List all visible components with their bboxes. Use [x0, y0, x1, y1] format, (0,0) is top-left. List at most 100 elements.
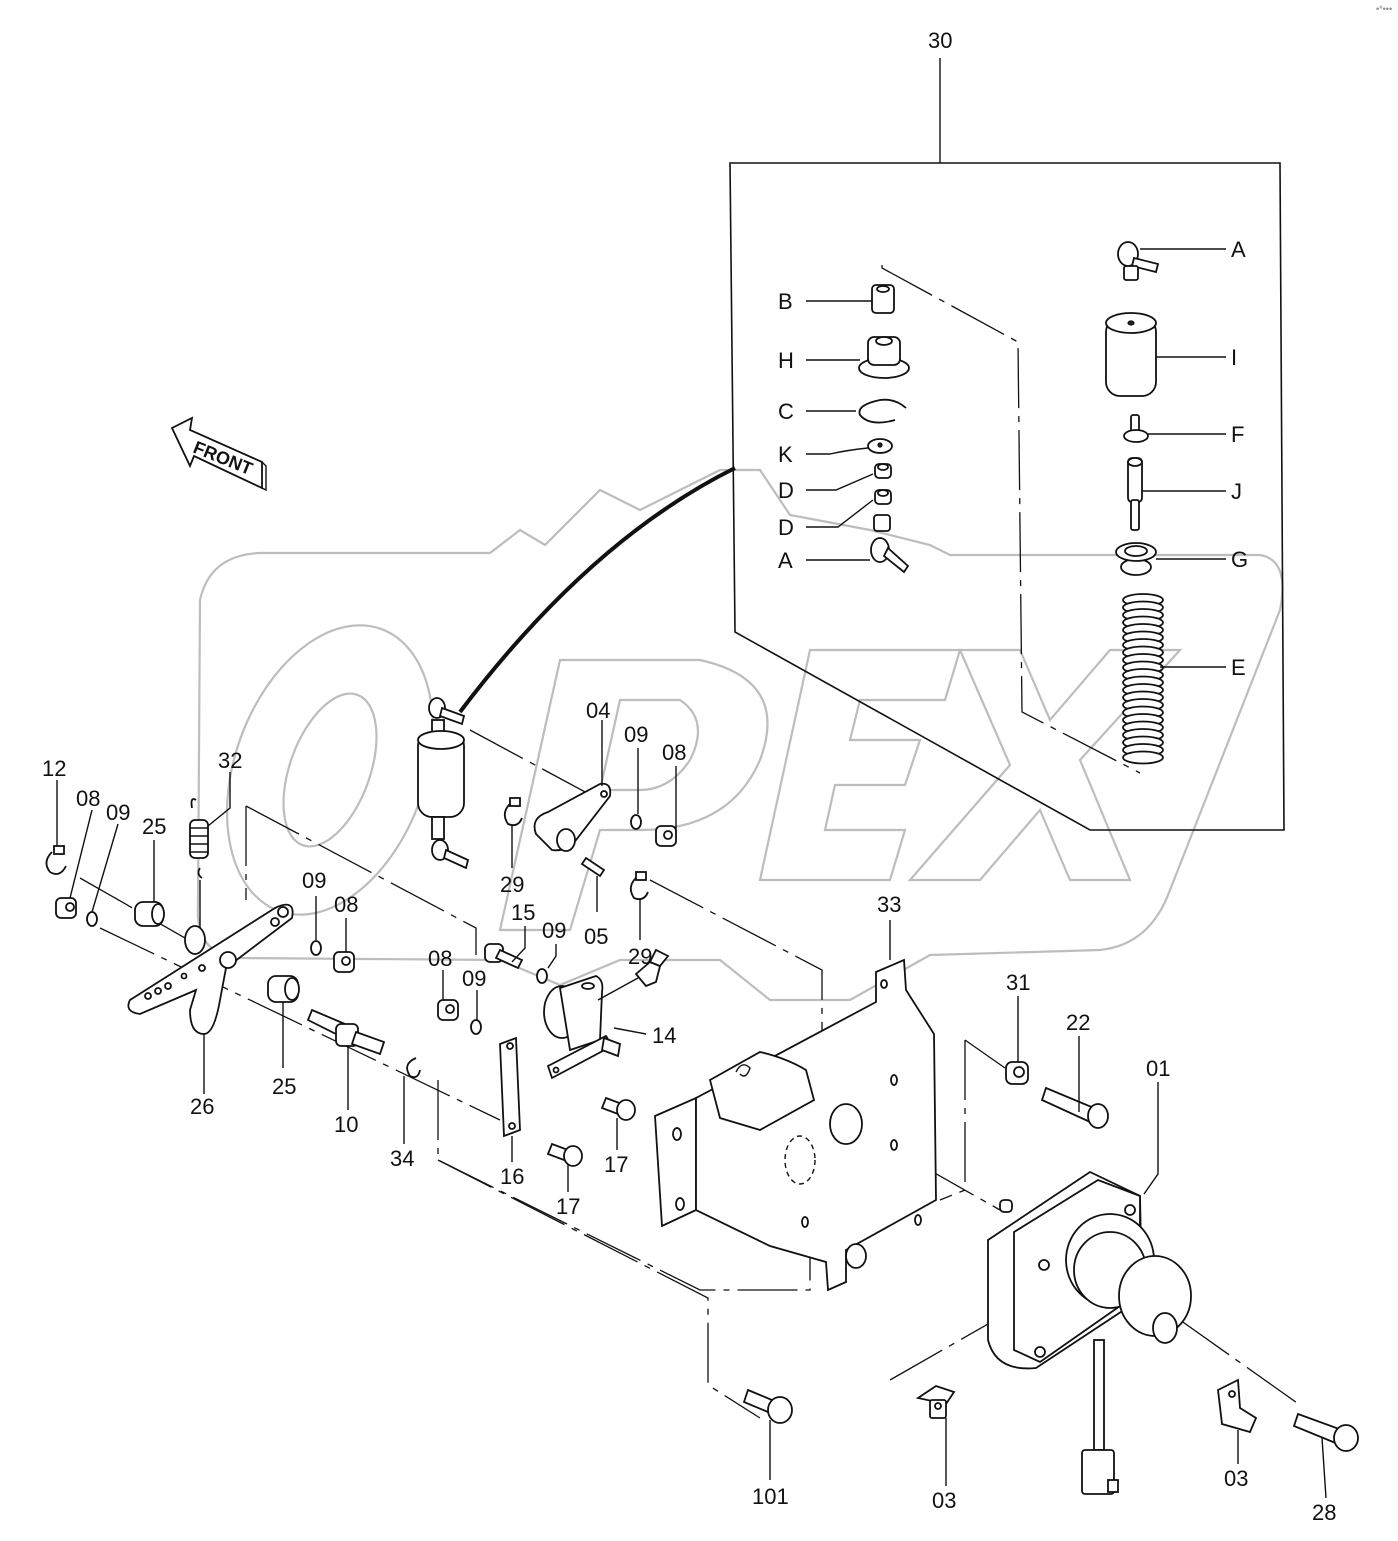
- subpart-label-D2: D: [778, 515, 794, 540]
- part-09-clip-b: [310, 940, 322, 956]
- subpart-label-A-lower: A: [778, 548, 793, 573]
- subpart-E-spring: [1122, 593, 1164, 765]
- callout-30: 30: [928, 28, 952, 53]
- callout-09d: 09: [542, 918, 566, 943]
- subpart-label-A-upper: A: [1231, 237, 1246, 262]
- cable: [458, 466, 736, 714]
- part-14-sensor: [543, 948, 670, 1080]
- part-26-lever: [127, 903, 294, 1035]
- center-line: [939, 1039, 1006, 1201]
- part-33-bracket: [654, 958, 937, 1292]
- part-03-clip-a: [915, 1385, 956, 1419]
- subpart-label-J: J: [1231, 479, 1242, 504]
- part-17-bolt-b: [546, 1142, 583, 1167]
- callout-28: 28: [1312, 1500, 1336, 1525]
- subpart-G-spring-seat: [1115, 542, 1226, 576]
- part-32-spring: [189, 798, 209, 944]
- part-12-clip: [45, 845, 67, 875]
- callout-25b: 25: [272, 1074, 296, 1099]
- callout-08d: 08: [428, 946, 452, 971]
- callout-32: 32: [218, 748, 242, 773]
- part-17-bolt-a: [600, 1096, 636, 1121]
- subpart-label-K: K: [778, 442, 793, 467]
- callout-26: 26: [190, 1094, 214, 1119]
- callout-09b: 09: [302, 868, 326, 893]
- subpart-H-flanged-collar: [806, 336, 910, 379]
- part-101-bolt: [742, 1388, 793, 1424]
- center-line: [1179, 1319, 1301, 1406]
- callout-09e: 09: [462, 966, 486, 991]
- callout-10: 10: [334, 1112, 358, 1137]
- callout-03a: 03: [932, 1488, 956, 1513]
- part-29-clip-a: [503, 797, 523, 827]
- part-05-key: [580, 856, 606, 878]
- part-29-clip-b: [629, 871, 649, 901]
- callout-31: 31: [1006, 970, 1030, 995]
- corner-mark: •*•••: [1376, 4, 1392, 14]
- subpart-D-nut-2: [806, 489, 892, 528]
- subpart-label-E: E: [1231, 655, 1246, 680]
- callout-29a: 29: [500, 872, 524, 897]
- assembly-30-frame: [729, 58, 1285, 831]
- subpart-J-rod: [1127, 457, 1226, 531]
- subpart-F-screw: [1123, 414, 1226, 443]
- subpart-D-nut-1: [806, 463, 892, 491]
- part-09-clip-c: [630, 814, 642, 830]
- center-line: [469, 729, 601, 801]
- part-09-clip-d: [536, 968, 548, 984]
- callout-08b: 08: [334, 892, 358, 917]
- callout-08a: 08: [76, 786, 100, 811]
- callout-33: 33: [877, 892, 901, 917]
- callout-101: 101: [752, 1484, 789, 1509]
- solenoid-cylinder: [417, 697, 470, 870]
- part-09-clip-a: [86, 911, 98, 927]
- callout-09c: 09: [624, 722, 648, 747]
- part-15-bolt: [484, 943, 524, 970]
- subpart-A-ball-joint-upper: [1117, 241, 1226, 281]
- callout-08c: 08: [662, 740, 686, 765]
- callout-22: 22: [1066, 1010, 1090, 1035]
- center-line: [437, 1080, 811, 1291]
- center-line: [245, 805, 477, 955]
- callout-12: 12: [42, 756, 66, 781]
- front-label: FRONT: [191, 437, 256, 479]
- callout-25a: 25: [142, 814, 166, 839]
- subpart-label-H: H: [778, 348, 794, 373]
- part-31-nut: [1005, 1061, 1029, 1085]
- callout-17b: 17: [556, 1194, 580, 1219]
- part-08-nut-a: [55, 897, 77, 919]
- front-direction-arrow: FRONT: [170, 416, 267, 492]
- callout-15: 15: [511, 900, 535, 925]
- callout-16: 16: [500, 1164, 524, 1189]
- callout-04: 04: [586, 698, 610, 723]
- subpart-label-I: I: [1231, 345, 1237, 370]
- part-08-nut-b: [333, 951, 355, 973]
- subpart-K-washer: [806, 438, 893, 455]
- part-34-clip: [406, 1057, 421, 1079]
- part-10-stud: [306, 1008, 386, 1056]
- subpart-label-F: F: [1231, 422, 1244, 447]
- part-08-nut-d: [437, 999, 459, 1021]
- center-line: [99, 927, 501, 1121]
- part-25-bushing-a: [134, 901, 165, 927]
- subpart-C-snap-ring: [806, 398, 907, 424]
- subpart-label-C: C: [778, 399, 794, 424]
- part-03-clip-b: [1217, 1378, 1258, 1434]
- part-08-nut-c: [655, 825, 677, 847]
- subpart-I-cylinder-cover: [1105, 312, 1226, 397]
- part-09-clip-e: [470, 1019, 482, 1035]
- callout-03b: 03: [1224, 1466, 1248, 1491]
- part-28-bolt: [1292, 1412, 1359, 1452]
- callout-17a: 17: [604, 1152, 628, 1177]
- center-line: [437, 1159, 761, 1419]
- callout-34: 34: [390, 1146, 414, 1171]
- subpart-label-B: B: [778, 289, 793, 314]
- subpart-B-bushing: [806, 284, 895, 314]
- callout-09a: 09: [106, 800, 130, 825]
- part-01-actuator-motor: [987, 1170, 1192, 1495]
- callout-05: 05: [584, 924, 608, 949]
- subpart-A-ball-joint-lower: [806, 514, 910, 574]
- part-25-bushing-b: [267, 975, 300, 1003]
- callout-01: 01: [1146, 1056, 1170, 1081]
